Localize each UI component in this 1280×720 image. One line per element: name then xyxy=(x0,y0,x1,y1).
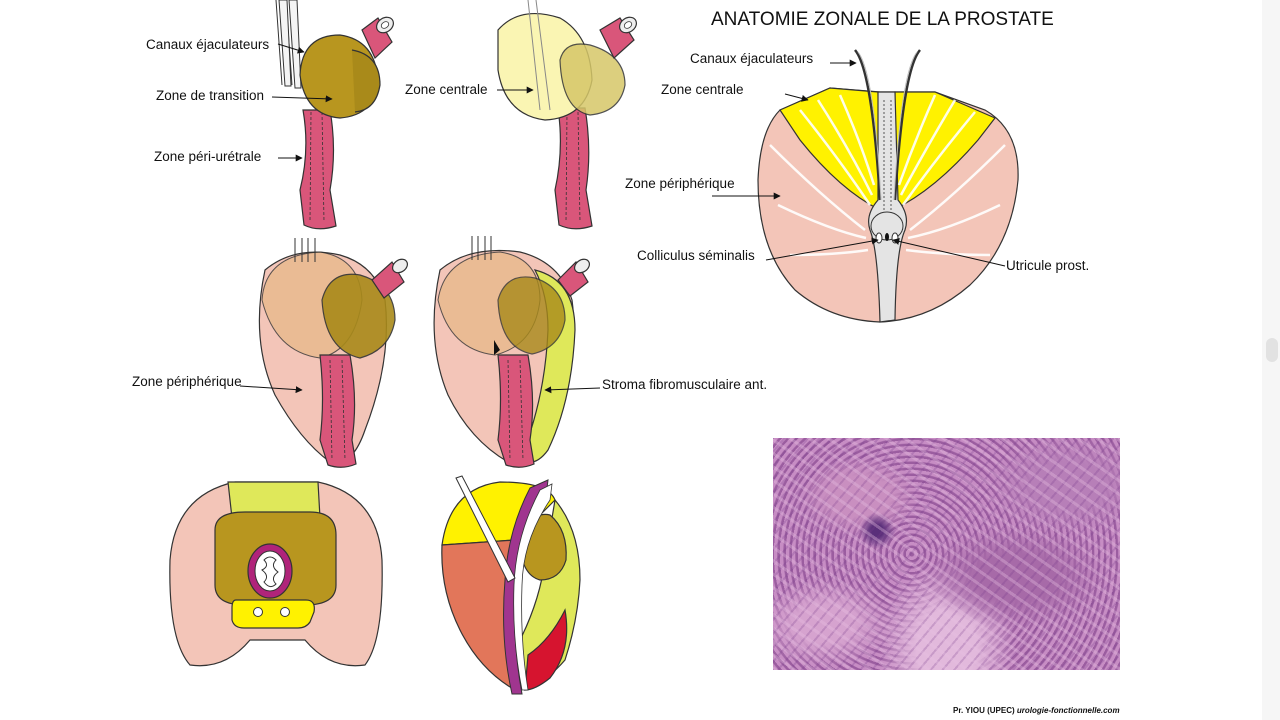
credit-author: Pr. YIOU (UPEC) xyxy=(953,706,1015,715)
label-ejaculatory-ducts-right: Canaux éjaculateurs xyxy=(690,51,813,66)
figure-sagittal-section xyxy=(441,475,581,695)
scrollbar-thumb[interactable] xyxy=(1266,338,1278,362)
page-title: ANATOMIE ZONALE DE LA PROSTATE xyxy=(711,9,1054,30)
label-central-zone-right: Zone centrale xyxy=(661,82,744,97)
label-utricle: Utricule prost. xyxy=(1006,258,1089,273)
label-periurethral-zone: Zone péri-urétrale xyxy=(154,149,261,164)
label-transition-zone: Zone de transition xyxy=(156,88,264,103)
credit-site: urologie-fonctionnelle.com xyxy=(1017,706,1120,715)
label-peripheral-zone-left: Zone périphérique xyxy=(132,374,242,389)
mouse-cursor-icon xyxy=(494,340,500,355)
histology-image xyxy=(773,438,1120,670)
figure-fibromuscular-stroma xyxy=(433,236,601,468)
label-fibromuscular-stroma: Stroma fibromusculaire ant. xyxy=(602,377,767,392)
label-ejaculatory-ducts-left: Canaux éjaculateurs xyxy=(146,37,269,52)
figure-peripheral-zone xyxy=(239,238,409,468)
credit-text: Pr. YIOU (UPEC) urologie-fonctionnelle.c… xyxy=(953,706,1120,715)
figure-transition-zone xyxy=(271,0,394,230)
figure-central-zone xyxy=(497,0,637,230)
figure-axial-section xyxy=(169,481,383,667)
label-central-zone-left: Zone centrale xyxy=(405,82,488,97)
label-peripheral-zone-right: Zone périphérique xyxy=(625,176,735,191)
figure-coronal-section xyxy=(712,49,1019,323)
label-colliculus: Colliculus séminalis xyxy=(637,248,755,263)
